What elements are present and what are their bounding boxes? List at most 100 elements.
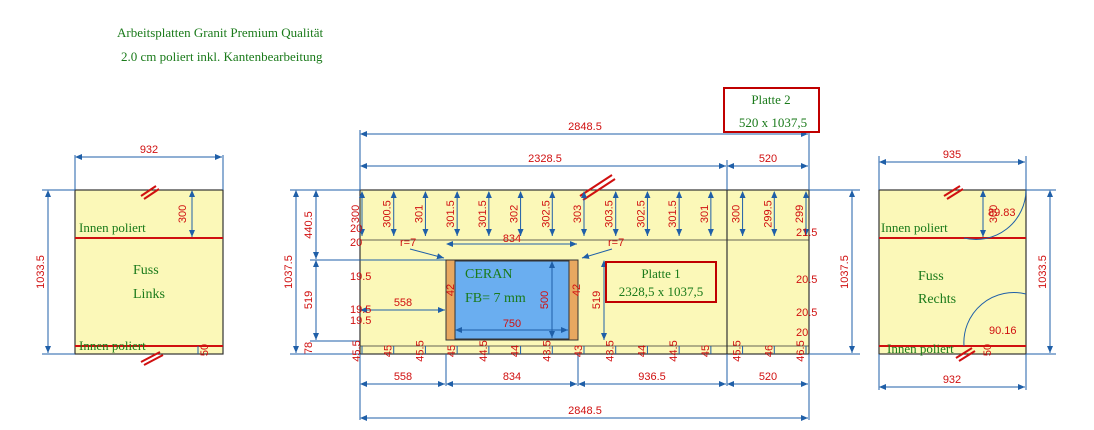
- bottom-depth-label: 46: [763, 345, 775, 357]
- right-arc-top: [963, 189, 1027, 240]
- main-bottom-seg-label: 834: [503, 371, 521, 383]
- right-side-value: 20: [796, 327, 808, 339]
- left-title-1: Fuss: [133, 263, 159, 278]
- right-side-value: 20.5: [796, 307, 817, 319]
- left-side-value: 19.5: [350, 315, 371, 327]
- bottom-depth-label: 44: [510, 345, 522, 357]
- top-depth-label: 302.5: [540, 200, 552, 228]
- left-side-value: 20: [350, 223, 362, 235]
- polish-mark-icon: [955, 347, 976, 362]
- top-depth-label: 302: [509, 205, 521, 223]
- left-piece: 932 1033.5 300 Innen poliert Innen polie…: [35, 144, 224, 366]
- ceran-height-label: 500: [539, 291, 551, 309]
- bottom-depth-label: 43: [573, 345, 585, 357]
- main-left-height-label: 1037.5: [283, 255, 295, 289]
- left-depth-label: 300: [177, 205, 189, 223]
- right-radius-bottom: 90.16: [989, 325, 1017, 337]
- header-line-1: Arbeitsplatten Granit Premium Qualität: [117, 25, 324, 40]
- top-depth-label: 299: [794, 205, 806, 223]
- right-piece-panel: [878, 189, 1027, 355]
- ceran-left-margin: 42: [445, 284, 457, 296]
- header-line-2: 2.0 cm poliert inkl. Kantenbearbeitung: [121, 49, 323, 64]
- top-depth-label: 301.5: [667, 200, 679, 228]
- ceran-radius-pointer: [409, 248, 445, 260]
- right-arc-bottom: [963, 292, 1027, 347]
- main-left-inner-label: 558: [394, 297, 412, 309]
- ceran-note: FB= 7 mm: [465, 291, 526, 306]
- left-side-value: 20: [350, 237, 362, 249]
- top-depth-label: 299.5: [762, 200, 774, 228]
- main-left-depth-bottom-label: 519: [303, 291, 315, 309]
- ceran-title: CERAN: [465, 267, 512, 282]
- left-label-top: Innen poliert: [79, 220, 146, 235]
- left-small-dim-label: 50: [199, 344, 211, 356]
- right-radius-top: 89.83: [988, 207, 1016, 219]
- main-seg-right-label: 520: [759, 153, 777, 165]
- right-title-1: Fuss: [918, 269, 944, 284]
- bottom-depth-label: 45.5: [414, 340, 426, 361]
- main-seg-left-label: 2328.5: [528, 153, 562, 165]
- top-depth-label: 303.5: [604, 200, 616, 228]
- right-bottom-width-label: 932: [943, 374, 961, 386]
- main-bottom-seg-label: 520: [759, 371, 777, 383]
- platte1-box: [605, 261, 717, 303]
- left-side-value: 19.5: [350, 271, 371, 283]
- main-left-offset-label: 78: [303, 342, 315, 354]
- ceran-radius-right: r=7: [608, 237, 624, 249]
- top-depth-label: 301.5: [477, 200, 489, 228]
- top-depth-label: 301: [699, 205, 711, 223]
- ceran-right-margin: 42: [571, 284, 583, 296]
- polish-mark-icon: [140, 185, 160, 200]
- main-total-top-label: 2848.5: [568, 121, 602, 133]
- left-title-2: Links: [133, 287, 165, 302]
- left-label-bottom: Innen poliert: [79, 338, 146, 353]
- top-depth-label: 300: [350, 205, 362, 223]
- bottom-depth-label: 46.5: [795, 340, 807, 361]
- top-depth-label: 301: [413, 205, 425, 223]
- left-piece-panel: [74, 189, 224, 355]
- bottom-depth-label: 45: [700, 345, 712, 357]
- bottom-depth-label: 44.5: [668, 340, 680, 361]
- top-depth-label: 301.5: [445, 200, 457, 228]
- left-width-label: 932: [140, 144, 158, 156]
- bottom-depth-label: 44: [636, 345, 648, 357]
- right-height-label: 1033.5: [1037, 255, 1049, 289]
- main-total-bottom-label: 2848.5: [568, 405, 602, 417]
- main-mid-depth-label: 519: [591, 291, 603, 309]
- right-depth-label: 300: [988, 205, 1000, 223]
- polish-mark-icon: [140, 351, 164, 366]
- top-depth-dims: 300 300.5 301 301.5 301.5 302 302.5 303 303.5 302…: [350, 191, 809, 236]
- bottom-depth-label: 45: [383, 345, 395, 357]
- left-side-value: 19.5: [350, 304, 371, 316]
- top-depth-label: 302.5: [635, 200, 647, 228]
- right-small-dim-label: 50: [982, 344, 994, 356]
- platte2-size: 520 x 1037,5: [739, 115, 807, 130]
- bottom-depth-label: 45.5: [351, 340, 363, 361]
- main-bottom-seg-label: 936.5: [638, 371, 666, 383]
- right-title-2: Rechts: [918, 292, 956, 307]
- right-piece: 935 932 1033.5 300 89.83 90.16 Innen pol…: [878, 149, 1056, 390]
- right-label-top: Innen poliert: [881, 220, 948, 235]
- bottom-depth-label: 45: [446, 345, 458, 357]
- top-depth-label: 300.5: [382, 200, 394, 228]
- ceran-radius-left: r=7: [400, 237, 416, 249]
- ceran-radius-pointer: [581, 248, 613, 259]
- ceran-width-label: 750: [503, 318, 521, 330]
- top-depth-label: 303: [572, 205, 584, 223]
- top-depth-label: 300: [731, 205, 743, 223]
- right-side-value: 20.5: [796, 274, 817, 286]
- platte1-size: 2328,5 x 1037,5: [619, 284, 704, 299]
- right-width-label: 935: [943, 149, 961, 161]
- polish-mark-icon: [943, 185, 964, 200]
- right-side-value: 21.5: [796, 227, 817, 239]
- main-right-height-label: 1037.5: [839, 255, 851, 289]
- ceran-cutout-label: 834: [503, 233, 521, 245]
- main-bottom-seg-label: 558: [394, 371, 412, 383]
- main-left-depth-label: 440.5: [303, 211, 315, 239]
- bottom-depth-label: 43.5: [605, 340, 617, 361]
- bottom-depth-label: 43.5: [541, 340, 553, 361]
- left-height-label: 1033.5: [35, 255, 47, 289]
